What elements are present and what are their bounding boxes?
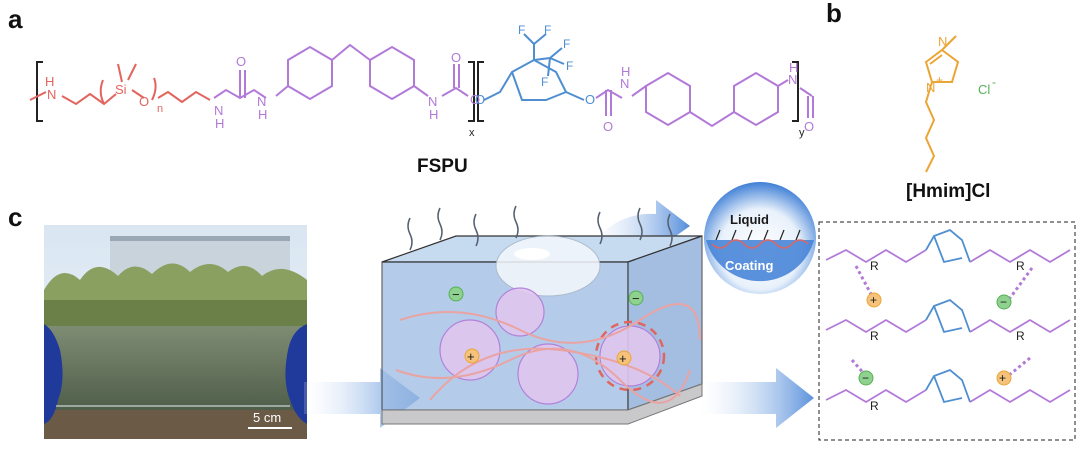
liquid-coating-interface: Liquid Coating: [704, 182, 816, 294]
atom-n-1: N: [47, 87, 56, 102]
network-detail-box: + − − + R R R R R: [818, 221, 1076, 441]
network-r-2: R: [870, 329, 879, 343]
atom-f-4: F: [566, 59, 573, 73]
atom-n-carbamate-1: N: [428, 94, 437, 109]
atom-h-urea-2: H: [258, 107, 267, 122]
atom-o-urea: O: [236, 54, 246, 69]
bracket-x-close: [468, 61, 475, 122]
atom-h-carbamate-1: H: [429, 107, 438, 122]
network-r-4: R: [1016, 259, 1025, 273]
bracket-y-close: [792, 61, 799, 122]
coating-schematic: − − + +: [381, 205, 703, 425]
imidazolium-plus: +: [936, 73, 943, 87]
polymer-name: FSPU: [417, 156, 468, 177]
atom-n-urea-1: N: [214, 103, 223, 118]
atom-f-3: F: [563, 37, 570, 51]
bracket-y-open: [477, 61, 484, 122]
network-r-3: R: [870, 399, 879, 413]
network-cation-2: +: [999, 371, 1006, 385]
panel-label-b: b: [826, 0, 842, 28]
atom-f-1: F: [518, 23, 525, 37]
chloride-charge: -: [992, 75, 996, 89]
fluorinated-segment: [483, 33, 585, 101]
atom-si: Si: [115, 82, 127, 97]
atom-n-imidazole-1: N: [938, 34, 947, 49]
arrow-coating-to-network: [700, 368, 814, 428]
atom-f-5: F: [541, 75, 548, 89]
subscript-n: n: [157, 103, 163, 115]
scale-bar-label: 5 cm: [253, 410, 281, 425]
atom-n-carbamate-3: N: [788, 72, 797, 87]
coating-anion-2: −: [632, 291, 640, 306]
coating-cation-1: +: [467, 349, 475, 364]
atom-n-imidazole-2: N: [926, 80, 935, 95]
panel-label-a: a: [8, 4, 23, 34]
coating-anion-1: −: [452, 287, 460, 302]
interface-coating-label: Coating: [725, 258, 773, 273]
atom-h-carbamate-2: H: [621, 64, 630, 79]
atom-nh-1: H: [45, 74, 54, 89]
atom-n-carbamate-2: N: [620, 76, 629, 91]
atom-o-carbamate-3: O: [804, 119, 814, 134]
urea-cyclohexyl-segment: [213, 43, 469, 101]
subscript-x: x: [469, 127, 475, 139]
chloride-label: Cl: [978, 82, 990, 97]
atom-o-fluoro-2: O: [585, 92, 595, 107]
atom-f-2: F: [544, 23, 551, 37]
lake-photo: 5 cm: [44, 225, 307, 439]
pdms-segment: [29, 63, 211, 106]
atom-h-carbamate-3: H: [789, 60, 798, 75]
atom-n-urea-2: N: [257, 94, 266, 109]
fspu-structure: x y H N Si O n: [29, 23, 814, 177]
network-r-5: R: [1016, 329, 1025, 343]
atom-o-carbamate-1: O: [451, 50, 461, 65]
atom-o-fluoro-1: O: [475, 92, 485, 107]
hmim-cl-structure: N N + Cl - [Hmim]Cl: [906, 34, 996, 202]
coating-cation-2: +: [619, 351, 627, 366]
network-cation-1: +: [870, 293, 877, 307]
atom-o-siloxane: O: [139, 94, 149, 109]
network-r-1: R: [870, 259, 879, 273]
subscript-y: y: [799, 127, 805, 139]
bracket-x-open: [36, 61, 43, 122]
salt-name: [Hmim]Cl: [906, 181, 990, 202]
atom-o-ester-1: O: [470, 92, 480, 107]
atom-h-urea-1: H: [215, 116, 224, 131]
network-anion-1: −: [1000, 295, 1007, 309]
network-anion-2: −: [862, 371, 869, 385]
panel-label-c: c: [8, 202, 22, 232]
interface-liquid-label: Liquid: [730, 212, 769, 227]
urethane-cyclohexyl-segment: [595, 71, 814, 128]
atom-o-carbamate-2: O: [603, 119, 613, 134]
